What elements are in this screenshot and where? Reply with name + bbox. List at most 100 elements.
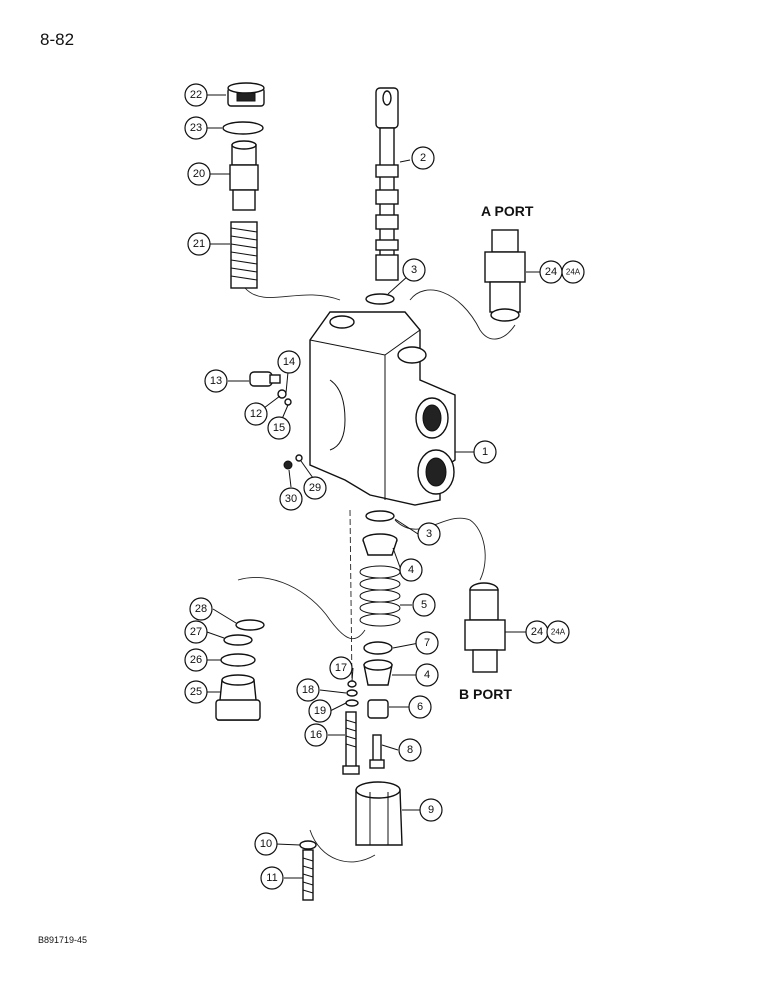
centerline (349, 509, 353, 686)
svg-text:14: 14 (283, 356, 295, 368)
hose-line (409, 289, 516, 340)
callout-29: 29 (303, 476, 327, 500)
callout-21: 21 (187, 232, 211, 256)
callout-14: 14 (277, 350, 301, 374)
seal-part (365, 510, 395, 522)
callout-2: 2 (411, 146, 435, 170)
o-ring-part (222, 121, 264, 135)
plug-part (227, 82, 265, 107)
svg-text:25: 25 (190, 686, 202, 698)
svg-text:20: 20 (193, 168, 205, 180)
svg-text:1: 1 (482, 446, 488, 458)
callout-4-upper: 4 (399, 558, 423, 582)
callout-16: 16 (304, 723, 328, 747)
svg-text:22: 22 (190, 89, 202, 101)
svg-text:26: 26 (190, 654, 202, 666)
hose-line (394, 517, 486, 581)
svg-text:3: 3 (426, 528, 432, 540)
svg-text:30: 30 (285, 493, 297, 505)
svg-text:24: 24 (531, 626, 543, 638)
screw-part (342, 711, 360, 775)
svg-text:24A: 24A (566, 268, 581, 277)
ring-part (345, 699, 359, 707)
callout-24-b-port: 24 (525, 620, 549, 644)
bolt-part (302, 849, 314, 901)
svg-text:21: 21 (193, 238, 205, 250)
spring-seat-part (362, 533, 398, 556)
callout-22: 22 (184, 83, 208, 107)
detent-plug-part (249, 371, 281, 387)
callout-15: 15 (267, 416, 291, 440)
callout-20: 20 (187, 162, 211, 186)
callout-10: 10 (254, 832, 278, 856)
svg-text:7: 7 (424, 637, 430, 649)
svg-text:15: 15 (273, 422, 285, 434)
plug-part (283, 460, 293, 470)
svg-text:29: 29 (309, 482, 321, 494)
callout-3-lower: 3 (417, 522, 441, 546)
ring-part (347, 680, 357, 688)
callout-19: 19 (308, 699, 332, 723)
callout-7: 7 (415, 631, 439, 655)
a-port-label: A PORT (481, 203, 534, 219)
hose-line (244, 287, 341, 301)
ball-part (295, 454, 303, 462)
svg-text:10: 10 (260, 838, 272, 850)
svg-text:6: 6 (417, 701, 423, 713)
b-port-label: B PORT (459, 686, 512, 702)
callout-17: 17 (329, 656, 353, 680)
page-number: 8-82 (40, 30, 75, 49)
poppet-part (229, 140, 259, 211)
callout-27: 27 (184, 620, 208, 644)
washer-part (299, 840, 317, 850)
hose-line (309, 829, 376, 863)
callout-5: 5 (412, 593, 436, 617)
spacer-part (367, 699, 389, 719)
svg-text:17: 17 (335, 662, 347, 674)
ball-part (284, 398, 292, 406)
svg-text:28: 28 (195, 603, 207, 615)
svg-text:24: 24 (545, 266, 557, 278)
svg-text:19: 19 (314, 705, 326, 717)
svg-text:11: 11 (266, 872, 277, 884)
centering-spring-part (359, 565, 401, 627)
callout-11: 11 (260, 866, 284, 890)
callout-24a-a-port: 24A (561, 260, 585, 284)
cap-part (355, 781, 403, 846)
ring-part (346, 689, 358, 697)
figure-code: B891719-45 (38, 935, 88, 945)
svg-text:3: 3 (411, 264, 417, 276)
svg-text:13: 13 (210, 375, 222, 387)
callout-3-upper: 3 (402, 258, 426, 282)
svg-text:4: 4 (408, 564, 414, 576)
svg-text:4: 4 (424, 669, 430, 681)
bolt-part (369, 734, 385, 769)
callout-8: 8 (398, 738, 422, 762)
svg-text:16: 16 (310, 729, 322, 741)
callout-13: 13 (204, 369, 228, 393)
svg-text:18: 18 (302, 684, 314, 696)
spool-part (375, 87, 399, 281)
callout-9: 9 (419, 798, 443, 822)
svg-text:27: 27 (190, 626, 202, 638)
callout-24a-b-port: 24A (546, 620, 570, 644)
svg-text:5: 5 (421, 599, 427, 611)
callout-12: 12 (244, 402, 268, 426)
callout-6: 6 (408, 695, 432, 719)
callout-26: 26 (184, 648, 208, 672)
valve-body-part (309, 311, 456, 506)
callout-24-a-port: 24 (539, 260, 563, 284)
backup-ring-part (223, 634, 253, 646)
spring-part (230, 221, 258, 289)
svg-text:9: 9 (428, 804, 434, 816)
svg-text:8: 8 (407, 744, 413, 756)
svg-text:24A: 24A (551, 628, 566, 637)
relief-cartridge-part (484, 229, 526, 322)
callout-25: 25 (184, 680, 208, 704)
o-ring-part (220, 653, 256, 667)
callout-28: 28 (189, 597, 213, 621)
callout-18: 18 (296, 678, 320, 702)
washer-part (363, 641, 393, 655)
seal-part (365, 293, 395, 305)
